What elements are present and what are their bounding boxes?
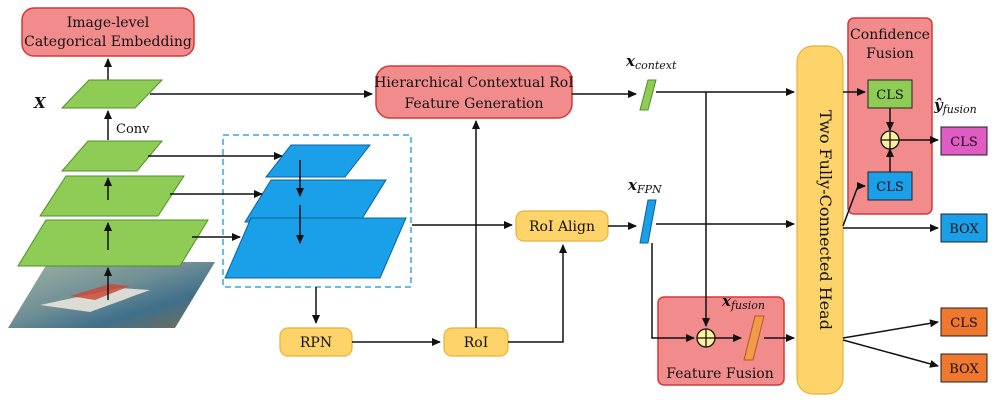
arrow-fc-to-box2 (842, 339, 939, 368)
categorical-embedding-box: Image-level Categorical Embedding (21, 7, 195, 57)
hier-label-line1: Hierarchical Contextual RoI (374, 75, 574, 91)
y-fusion-label: ŷfusion (933, 96, 977, 116)
cls-out-label: CLS (950, 135, 978, 150)
embedding-label-line1: Image-level (67, 15, 150, 31)
green-layer-2 (39, 175, 185, 217)
conf-label-line2: Fusion (866, 46, 914, 62)
rpn-label: RPN (300, 335, 332, 351)
green-layer-3 (17, 219, 209, 267)
x-context-label: xcontext (625, 52, 677, 72)
conf-label-line1: Confidence (850, 27, 930, 43)
conv-label: Conv (116, 122, 150, 137)
cls-top-label: CLS (876, 88, 904, 103)
roi-align-label: RoI Align (529, 219, 595, 235)
fc-head-label: Two Fully-Connected Head (816, 110, 835, 330)
x-fpn-label: xFPN (627, 176, 662, 196)
confidence-plus-circle (880, 130, 900, 150)
cls-out2-label: CLS (950, 316, 978, 331)
box-out-label: BOX (949, 222, 979, 237)
cls-bottom-label: CLS (876, 180, 904, 195)
embedding-label-line2: Categorical Embedding (24, 34, 192, 50)
fpn-dashed-box (222, 134, 412, 288)
arrow-fc-to-cls-bottom (842, 182, 866, 227)
blue-layer-1 (264, 144, 372, 178)
rpn-box: RPN (279, 327, 353, 357)
arrow-roi-to-align (508, 244, 567, 343)
hierarchical-roi-box: Hierarchical Contextual RoI Feature Gene… (374, 65, 574, 119)
box-fusion-branch-output: BOX (940, 353, 988, 383)
arrow-xfpn-to-plus (651, 243, 695, 342)
blue-layer-3 (224, 217, 407, 279)
roi-label: RoI (464, 335, 489, 351)
x-label: X (33, 94, 47, 112)
roi-box: RoI (443, 327, 509, 357)
cls-fpn-box: CLS (867, 171, 913, 201)
input-image (8, 262, 215, 328)
x-fpn-feature (639, 199, 657, 244)
fusion-plus-circle (696, 328, 716, 348)
blue-layer-2 (244, 179, 387, 223)
arrow-fc-to-cls2 (842, 319, 939, 339)
box-fpn-output: BOX (940, 213, 988, 243)
fc-head-box: Two Fully-Connected Head (796, 45, 844, 395)
feature-fusion-label: Feature Fusion (666, 366, 774, 382)
cls-fusion-branch-output: CLS (940, 307, 988, 337)
x-feature-layer (60, 79, 164, 109)
x-fusion-label: xfusion (721, 292, 765, 312)
cls-context-box: CLS (867, 79, 913, 109)
hier-label-line2: Feature Generation (404, 96, 543, 112)
roi-align-box: RoI Align (515, 210, 609, 242)
green-layer-1 (60, 140, 164, 172)
box-out2-label: BOX (949, 362, 979, 377)
x-context-feature (639, 79, 657, 111)
cls-fusion-output: CLS (940, 126, 988, 156)
x-fusion-feature (743, 315, 765, 361)
feature-fusion-box: Feature Fusion (657, 296, 785, 386)
